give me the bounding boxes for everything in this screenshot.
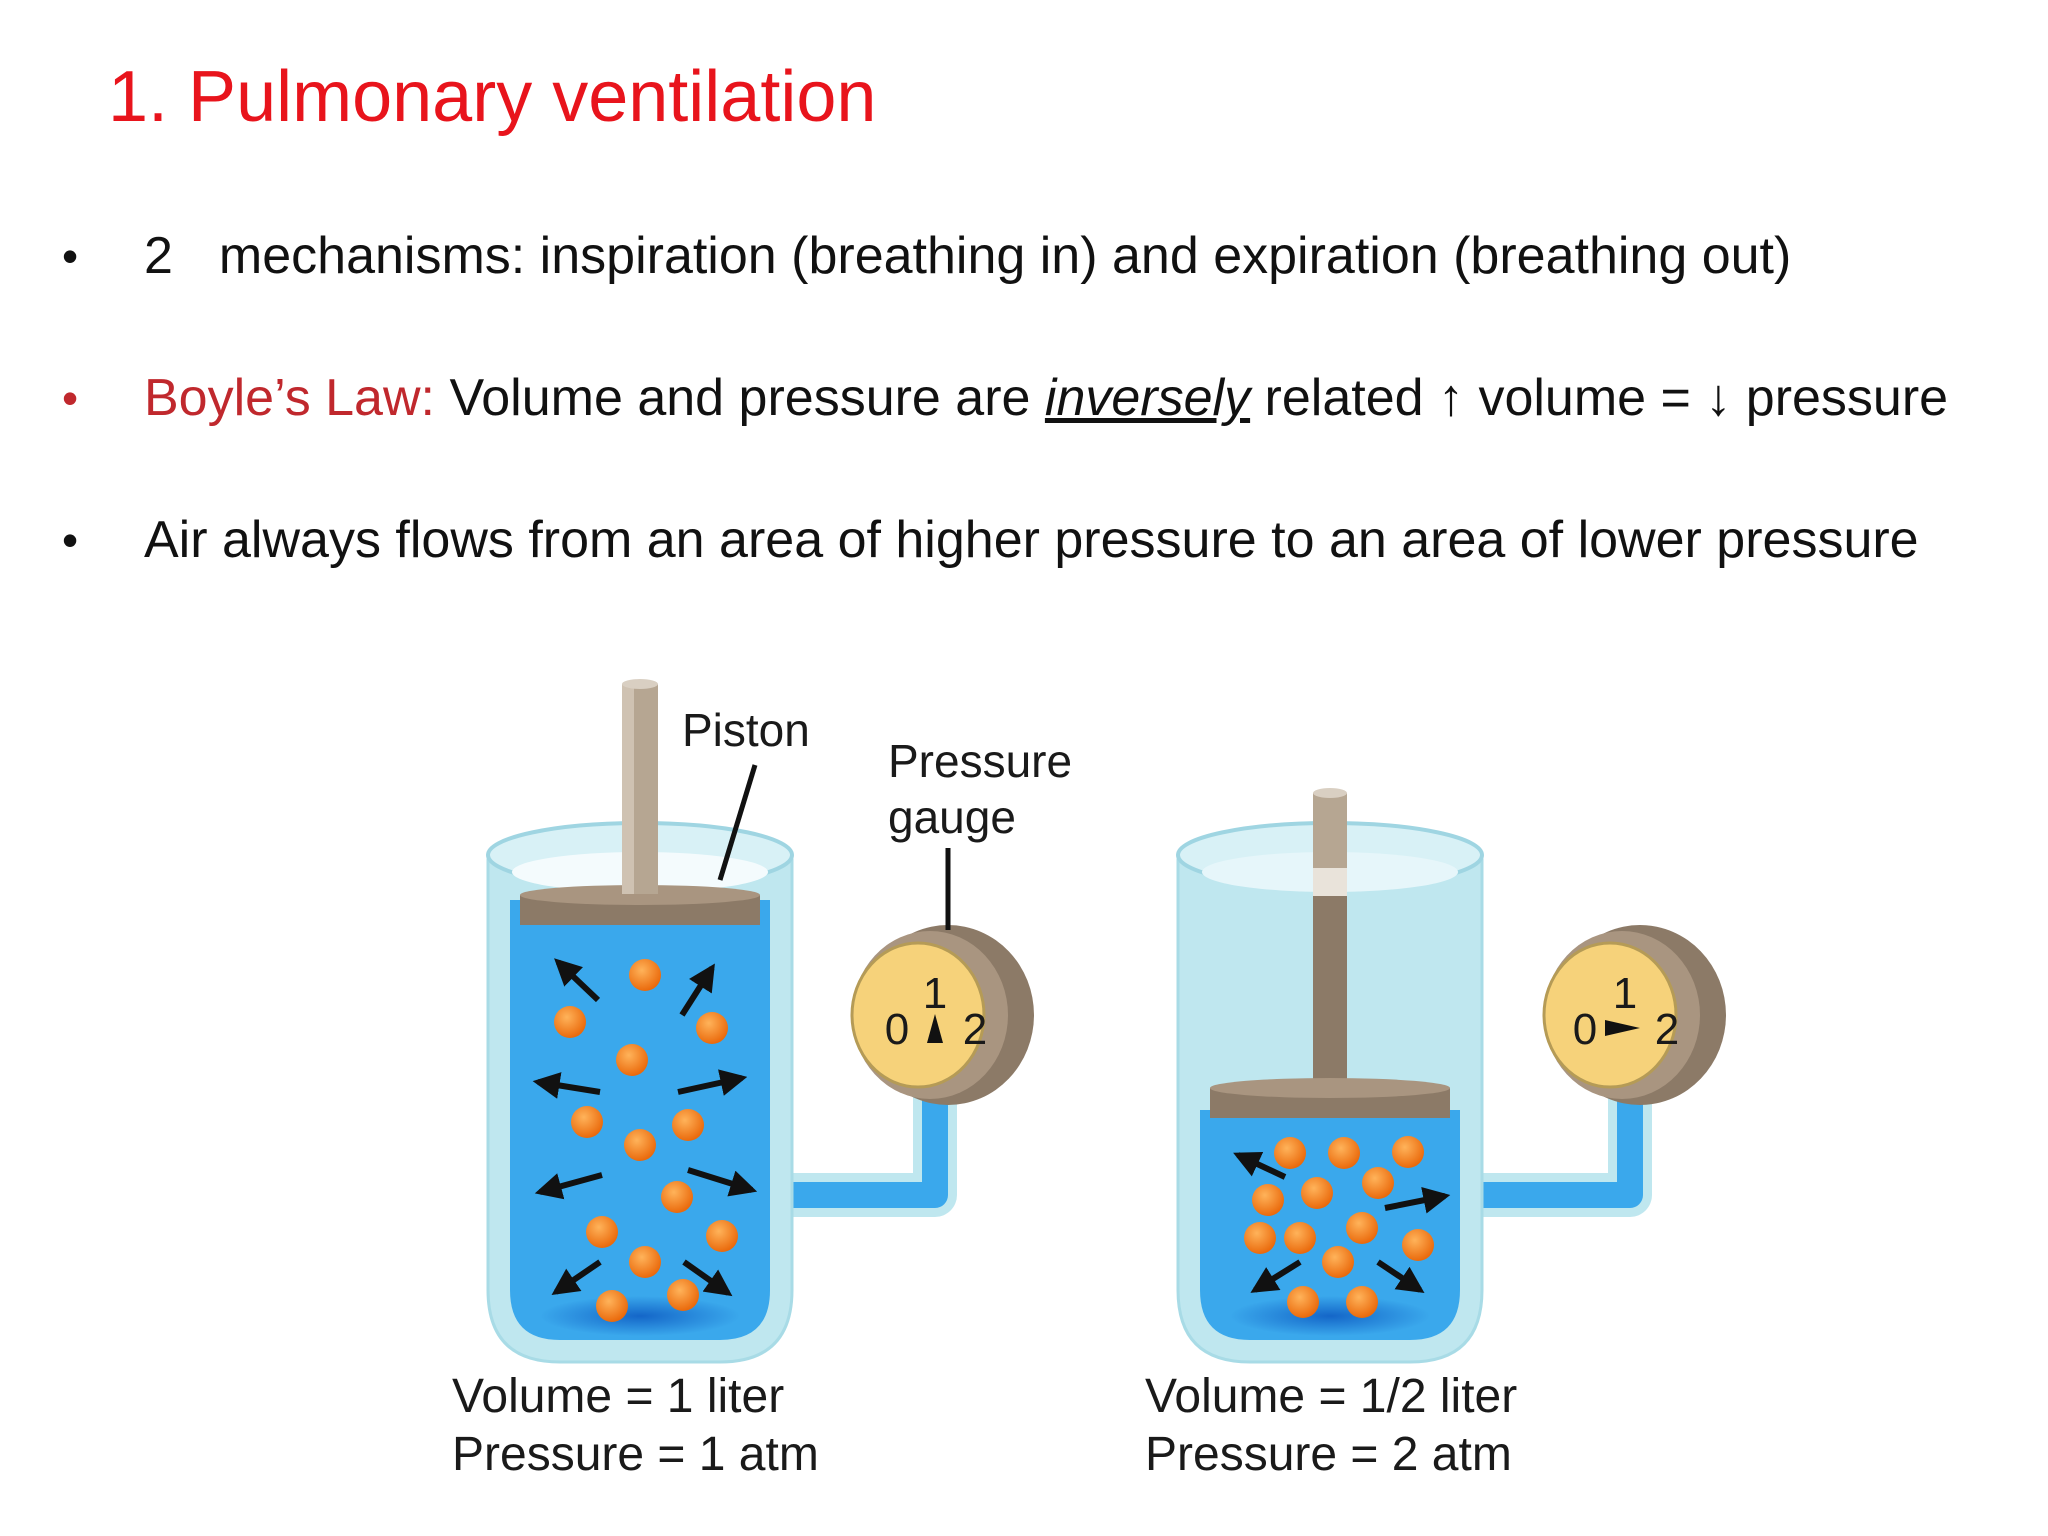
bullet-item-mechanisms: • 2 mechanisms: inspiration (breathing in… [62, 216, 1791, 296]
motion-arrow [534, 1172, 603, 1200]
mechanisms-text: mechanisms: inspiration (breathing in) a… [218, 227, 1792, 285]
gas-molecule [1301, 1177, 1333, 1209]
gas-molecule [1328, 1137, 1360, 1169]
right-piston-rod-band [1313, 868, 1347, 896]
gas-molecule [672, 1109, 704, 1141]
motion-arrow [1376, 1259, 1425, 1293]
gas-molecule [1284, 1222, 1316, 1254]
right-pressure-gauge: 1 0 2 [1542, 925, 1726, 1105]
gas-molecule [554, 1006, 586, 1038]
gas-molecule [1346, 1286, 1378, 1318]
gas-molecule [586, 1216, 618, 1248]
left-pressure-caption: Pressure = 1 atm [452, 1428, 819, 1481]
motion-arrow [682, 1259, 733, 1297]
boyles-law-text-before: Volume and pressure are [449, 369, 1031, 427]
gas-molecule [1252, 1184, 1284, 1216]
gas-molecule [667, 1279, 699, 1311]
diagram-labels: Piston Pressure gauge Volume = 1 liter P… [452, 704, 1517, 1481]
left-gauge-tube [770, 1095, 957, 1217]
piston-leader-line [717, 764, 758, 881]
left-piston-rod-highlight [622, 684, 634, 894]
bullet-marker: • [62, 372, 79, 424]
right-piston-rod-cap [1313, 788, 1347, 798]
left-volume-caption: Volume = 1 liter [452, 1370, 784, 1423]
gas-molecule [571, 1106, 603, 1138]
right-volume-caption: Volume = 1/2 liter [1145, 1370, 1517, 1423]
left-piston-top [520, 885, 760, 905]
bullet-marker: • [62, 514, 79, 566]
left-gauge-face [850, 941, 986, 1089]
motion-arrow [532, 1072, 601, 1099]
left-gauge-mark-1: 1 [923, 969, 947, 1018]
boyles-law-text-after: related ↑ volume = ↓ pressure [1264, 369, 1949, 427]
right-cylinder: 1 0 2 [1176, 788, 1726, 1364]
bullet-item-boyles-law: • Boyle’s Law: Volume and pressure are i… [62, 358, 1948, 438]
right-piston-top [1210, 1078, 1450, 1098]
gas-molecule [629, 959, 661, 991]
right-gas-pool [1230, 1296, 1430, 1336]
motion-arrow [1233, 1151, 1287, 1180]
right-gauge-needle [1605, 1020, 1640, 1036]
left-motion-arrows [532, 958, 758, 1297]
bullet-marker: • [62, 230, 79, 282]
motion-arrow [679, 963, 715, 1017]
left-gas-pool [540, 1296, 740, 1336]
bullet-text: 2 mechanisms: inspiration (breathing in) … [144, 226, 1791, 286]
gas-molecule [1392, 1136, 1424, 1168]
right-piston-rod-top [1313, 793, 1347, 868]
motion-arrow [551, 1259, 602, 1296]
right-gauge-face [1542, 941, 1678, 1089]
motion-arrow [1250, 1259, 1302, 1293]
gas-molecule [1287, 1286, 1319, 1318]
gas-molecule [596, 1290, 628, 1322]
left-gas-molecules [554, 959, 738, 1322]
right-gauge-mark-0: 0 [1573, 1005, 1597, 1054]
slide-title: 1. Pulmonary ventilation [108, 57, 877, 137]
right-pressure-caption: Pressure = 2 atm [1145, 1428, 1512, 1481]
gas-molecule [1244, 1222, 1276, 1254]
gas-molecule [624, 1129, 656, 1161]
gas-molecule [1402, 1229, 1434, 1261]
pressure-gauge-label-line2: gauge [888, 791, 1016, 843]
mechanism-count: 2 [144, 227, 173, 285]
right-gauge-tube [1458, 1095, 1652, 1217]
right-motion-arrows [1233, 1151, 1451, 1293]
right-gauge-mark-1: 1 [1613, 969, 1637, 1018]
left-gauge-needle [927, 1014, 943, 1043]
bullet-list: • 2 mechanisms: inspiration (breathing in… [0, 0, 2048, 600]
right-gauge-mark-2: 2 [1655, 1005, 1679, 1054]
motion-arrow [677, 1069, 748, 1096]
motion-arrow [687, 1167, 758, 1197]
left-pressure-gauge: 1 0 2 [850, 925, 1034, 1105]
gas-molecule [1322, 1246, 1354, 1278]
air-flow-text: Air always flows from an area of higher … [144, 511, 1919, 569]
left-piston-rod-cap [622, 679, 658, 689]
motion-arrow [554, 958, 601, 1003]
pressure-gauge-label-line1: Pressure [888, 735, 1072, 787]
gas-molecule [629, 1246, 661, 1278]
gas-molecule [706, 1220, 738, 1252]
gas-molecule [616, 1044, 648, 1076]
gas-molecule [661, 1181, 693, 1213]
right-gauge-tube-inner [1458, 1095, 1643, 1208]
motion-arrow [1384, 1186, 1451, 1214]
gas-molecule [696, 1012, 728, 1044]
left-gauge-tube-inner [770, 1095, 948, 1208]
piston-label: Piston [682, 704, 810, 756]
bullet-item-air-flow: • Air always flows from an area of highe… [62, 500, 1919, 580]
gas-molecule [1274, 1137, 1306, 1169]
left-gauge-mark-2: 2 [963, 1005, 987, 1054]
boyles-law-emphasis: inversely [1044, 369, 1251, 427]
bullet-text: Boyle’s Law: Volume and pressure are inv… [144, 368, 1948, 428]
gas-molecule [1362, 1167, 1394, 1199]
left-gauge-mark-0: 0 [885, 1005, 909, 1054]
gas-molecule [1346, 1212, 1378, 1244]
boyles-law-label: Boyle’s Law: [144, 369, 435, 427]
right-gas-molecules [1244, 1136, 1434, 1318]
left-cylinder: 1 0 2 [486, 679, 1034, 1364]
